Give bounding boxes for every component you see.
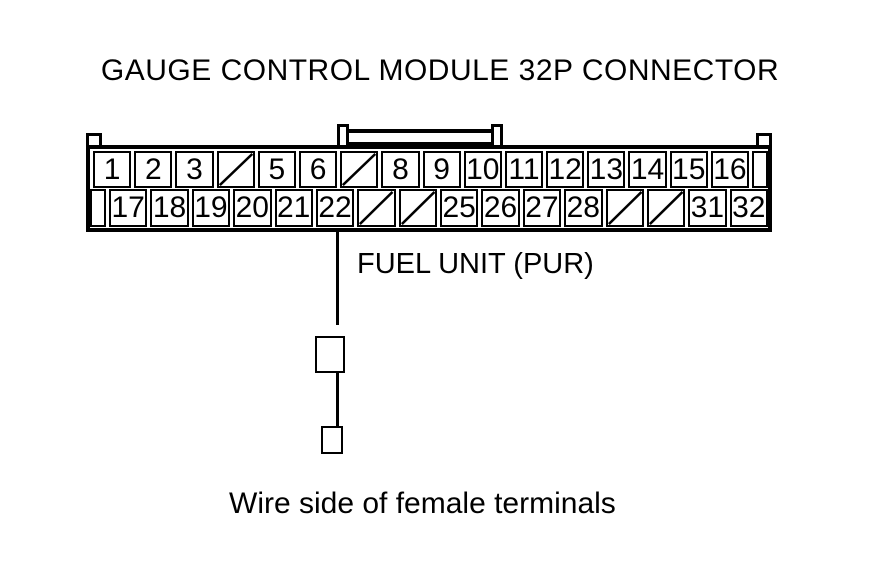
pin-cell-25: 25 <box>440 189 479 227</box>
end-blank-cell <box>90 189 106 227</box>
no-connection-cell <box>357 189 396 227</box>
pin-cell-8: 8 <box>381 151 420 188</box>
pin-cell-6: 6 <box>298 151 338 188</box>
diagram-title: GAUGE CONTROL MODULE 32P CONNECTOR <box>100 54 780 87</box>
wire-label: FUEL UNIT (PUR) <box>357 248 594 280</box>
pin-cell-12: 12 <box>546 151 585 188</box>
pin-cell-27: 27 <box>522 189 562 227</box>
pin-cell-2: 2 <box>134 151 173 188</box>
no-connection-cell <box>398 189 437 227</box>
pin-cell-17: 17 <box>109 189 148 227</box>
no-connection-slash-icon <box>359 191 393 225</box>
pin-cell-9: 9 <box>422 151 461 188</box>
no-connection-cell <box>340 151 379 188</box>
pin-cell-14: 14 <box>628 151 667 188</box>
pin-cell-1: 1 <box>93 151 132 188</box>
pin-cell-21: 21 <box>274 189 313 227</box>
pin-cell-18: 18 <box>150 189 189 227</box>
pin-cell-3: 3 <box>175 151 214 188</box>
wire-segment-lower <box>336 373 339 430</box>
pin-cell-26: 26 <box>481 189 520 227</box>
no-connection-slash-icon <box>649 191 683 225</box>
pin-cell-32: 32 <box>729 189 768 227</box>
caption: Wire side of female terminals <box>229 487 616 520</box>
pin-cell-13: 13 <box>587 151 626 188</box>
no-connection-cell <box>216 151 255 188</box>
inline-connector-box <box>315 336 345 373</box>
pin-cell-20: 20 <box>233 189 272 227</box>
no-connection-slash-icon <box>401 191 435 225</box>
pin-cell-22: 22 <box>315 189 355 227</box>
no-connection-slash-icon <box>342 153 376 186</box>
pin-cell-11: 11 <box>504 151 544 188</box>
pin-cell-16: 16 <box>710 151 749 188</box>
pin-cell-31: 31 <box>688 189 727 227</box>
no-connection-slash-icon <box>219 153 253 186</box>
end-blank-cell <box>752 151 768 188</box>
pin-cell-5: 5 <box>257 151 296 188</box>
pin-cell-19: 19 <box>191 189 231 227</box>
pin-cell-28: 28 <box>564 189 603 227</box>
pin-cell-15: 15 <box>669 151 708 188</box>
connector-key-bar <box>343 129 499 145</box>
no-connection-cell <box>605 189 644 227</box>
pin-cell-10: 10 <box>463 151 502 188</box>
wire-segment-upper <box>336 231 339 325</box>
no-connection-slash-icon <box>608 191 642 225</box>
no-connection-cell <box>646 189 686 227</box>
terminal-end-box <box>321 426 343 454</box>
